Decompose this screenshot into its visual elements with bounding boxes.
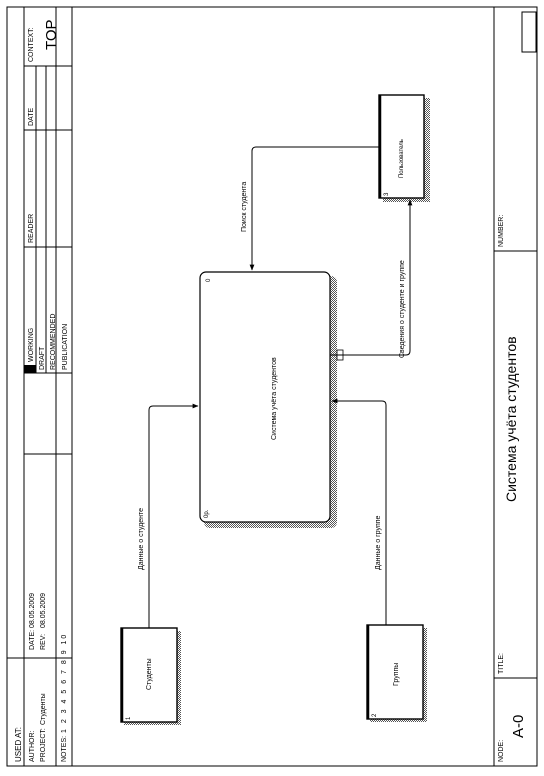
arrow-student-group-info[interactable]: Сведения о студенте и группе xyxy=(330,199,413,361)
svg-text:TOP: TOP xyxy=(43,19,60,50)
header-notes: NOTES: 1 2 3 4 5 6 7 8 9 10 xyxy=(61,633,68,762)
svg-text:Группы: Группы xyxy=(393,663,400,686)
svg-text:AUTHOR:: AUTHOR: xyxy=(29,730,36,762)
svg-text:Сведения о студенте и группе: Сведения о студенте и группе xyxy=(399,260,406,358)
header-context: CONTEXT: TOP xyxy=(28,19,60,62)
external-entity-groups[interactable]: Группы 2 xyxy=(366,624,427,722)
svg-text:Пользователь: Пользователь xyxy=(399,139,405,178)
header-status-list: WORKING DRAFT RECOMMENDED PUBLICATION xyxy=(28,314,69,370)
header-date: DATE: 08.05.2009 xyxy=(29,593,36,650)
svg-text:Студенты: Студенты xyxy=(146,658,153,690)
svg-text:PROJECT:: PROJECT: xyxy=(40,728,47,762)
svg-text:TITLE:: TITLE: xyxy=(498,653,505,674)
svg-text:NUMBER:: NUMBER: xyxy=(498,215,505,247)
svg-text:Система учёта студентов: Система учёта студентов xyxy=(503,336,519,502)
svg-text:READER: READER xyxy=(28,214,35,243)
external-entity-students[interactable]: Студенты 1 xyxy=(120,627,181,725)
header-date-col: DATE xyxy=(28,108,35,126)
svg-text:NODE:: NODE: xyxy=(498,740,505,762)
svg-text:Поиск студента: Поиск студента xyxy=(241,182,248,232)
svg-text:CONTEXT:: CONTEXT: xyxy=(28,27,35,62)
footer-node: NODE: A-0 xyxy=(498,715,527,762)
header-reader: READER xyxy=(28,214,35,243)
svg-text:DATE:: DATE: xyxy=(29,630,36,650)
svg-text:2: 2 xyxy=(372,713,378,717)
header-rev: REV: 08.05.2009 xyxy=(40,593,47,650)
svg-text:DRAFT: DRAFT xyxy=(39,346,46,370)
svg-text:1 2 3 4 5 6 7 8 9 10: 1 2 3 4 5 6 7 8 9 10 xyxy=(61,633,68,733)
svg-text:REV:: REV: xyxy=(40,634,47,650)
svg-text:RECOMMENDED: RECOMMENDED xyxy=(50,314,57,370)
svg-text:Данные о студенте: Данные о студенте xyxy=(138,508,145,570)
svg-text:Данные о группе: Данные о группе xyxy=(375,515,382,570)
svg-text:NOTES:: NOTES: xyxy=(61,736,68,762)
process-cost: 0р. xyxy=(204,509,210,518)
process-box[interactable]: Система учёта студентов 0 0р. xyxy=(199,271,337,528)
svg-text:WORKING: WORKING xyxy=(28,328,35,362)
svg-text:DATE: DATE xyxy=(28,108,35,126)
process-number: 0 xyxy=(206,278,212,282)
header-used-at: USED AT: xyxy=(14,727,23,762)
svg-text:08.05.2009: 08.05.2009 xyxy=(29,593,36,628)
footer-title: TITLE: Система учёта студентов xyxy=(498,336,519,674)
arrow-search-student[interactable]: Поиск студента xyxy=(241,146,379,271)
header-project: PROJECT: Студенты xyxy=(40,693,47,762)
svg-text:Студенты: Студенты xyxy=(40,693,47,725)
svg-text:A-0: A-0 xyxy=(510,715,527,738)
process-name: Система учёта студентов xyxy=(271,357,278,440)
arrow-group-data[interactable]: Данные о группе xyxy=(331,398,387,625)
arrow-student-data[interactable]: Данные о студенте xyxy=(138,403,199,628)
svg-text:USED AT:: USED AT: xyxy=(14,727,23,762)
svg-text:PUBLICATION: PUBLICATION xyxy=(62,324,69,370)
sheet-border xyxy=(6,6,538,767)
svg-text:3: 3 xyxy=(384,192,390,196)
svg-text:1: 1 xyxy=(126,716,132,720)
external-entity-user[interactable]: Пользователь 3 xyxy=(378,94,430,202)
svg-text:08.05.2009: 08.05.2009 xyxy=(40,593,47,628)
footer-number: NUMBER: xyxy=(498,215,505,247)
working-status-marker xyxy=(24,365,36,373)
header-author: AUTHOR: xyxy=(29,730,36,762)
